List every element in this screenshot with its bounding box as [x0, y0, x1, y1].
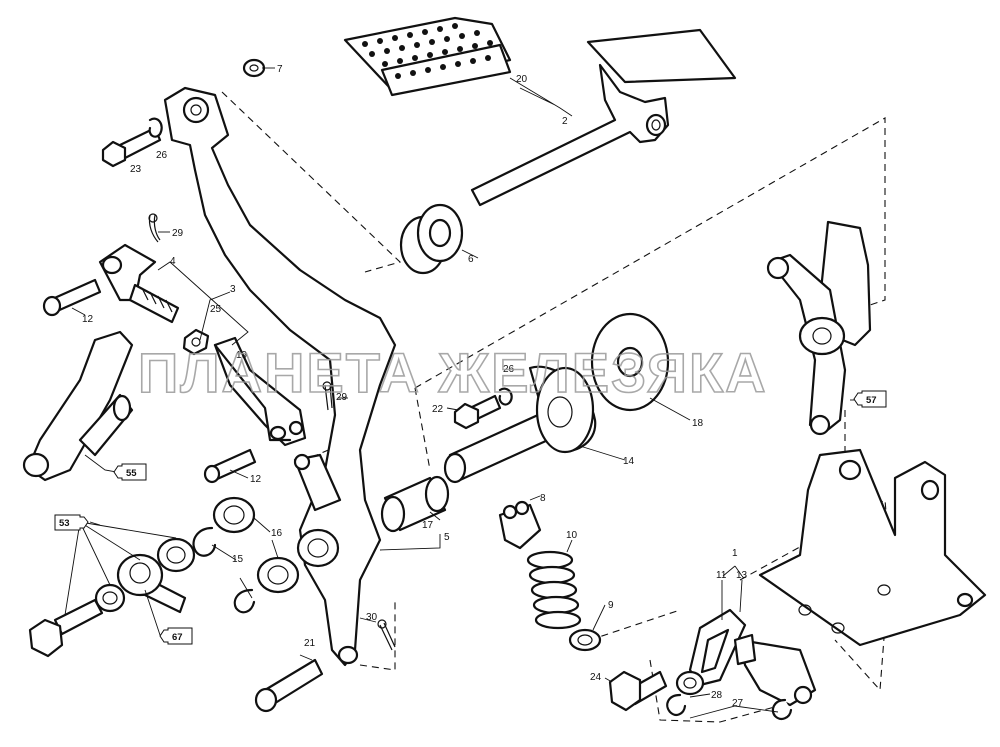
callout-28: 28: [711, 690, 723, 701]
callout-23: 23: [130, 164, 142, 175]
callout-5: 5: [444, 532, 450, 543]
callout-27: 27: [732, 698, 744, 709]
lever-57: [766, 220, 872, 436]
ref-tag-53: 53: [54, 514, 89, 531]
callout-13: 13: [736, 570, 748, 581]
bolt-23: [101, 126, 162, 168]
callout-29-mid: 29: [336, 392, 348, 403]
watermark-text: ПЛАНЕТА ЖЕЛЕЗЯКА: [138, 341, 768, 404]
bushing-17: [380, 475, 450, 533]
cotter-pin-29-top: [148, 213, 161, 243]
washer-28: [675, 670, 705, 696]
callout-7: 7: [277, 64, 283, 75]
leader-lines: [64, 67, 858, 719]
bolt-22: [453, 394, 502, 430]
ref-tag-57: 57: [853, 390, 887, 408]
callout-16: 16: [271, 528, 283, 539]
washer-26-mid: [498, 387, 513, 406]
callout-10: 10: [566, 530, 578, 541]
cotter-pin-30: [377, 619, 396, 651]
callout-4: 4: [170, 256, 176, 267]
callout-29-top: 29: [172, 228, 184, 239]
callout-19: 19: [236, 350, 248, 361]
bracket-19: [213, 336, 307, 447]
nut-25: [182, 328, 210, 356]
pedal-lever: [470, 28, 737, 207]
callout-20: 20: [516, 74, 528, 85]
shaft-14: [443, 365, 597, 484]
pin-12-top: [42, 278, 102, 317]
ref-tag-67: 67: [159, 627, 193, 645]
washer-9: [568, 628, 602, 652]
bolt-24: [608, 670, 668, 712]
main-pedal-arm: [163, 86, 397, 667]
bolt-lower-left: [28, 598, 104, 658]
callout-25: 25: [210, 304, 222, 315]
disc-18: [590, 312, 670, 412]
pin-21: [254, 658, 324, 713]
callout-18: 18: [692, 418, 704, 429]
pin-12-lower: [203, 448, 257, 484]
callout-22: 22: [432, 404, 444, 415]
eye-bolt-67: [116, 553, 187, 614]
link-assembly-1: [688, 608, 817, 707]
callout-17: 17: [422, 520, 434, 531]
pedal-pad: [343, 16, 512, 97]
washers-16-group: [156, 496, 300, 594]
clevis-4: [98, 243, 180, 324]
callout-12-top: 12: [82, 314, 94, 325]
callout-26-mid: 26: [503, 364, 515, 375]
callout-30: 30: [366, 612, 378, 623]
callout-3: 3: [230, 284, 236, 295]
clips-27-group: [666, 693, 793, 720]
ref-57-label: 57: [866, 395, 877, 406]
roller-6: [399, 203, 464, 275]
ref-55-label: 55: [126, 468, 137, 479]
callout-24: 24: [590, 672, 602, 683]
callout-11: 11: [716, 570, 727, 581]
callout-15: 15: [232, 554, 244, 565]
callout-8: 8: [540, 493, 546, 504]
nut-7: [242, 58, 266, 78]
callout-1: 1: [732, 548, 738, 559]
callout-2: 2: [562, 116, 568, 127]
callout-9: 9: [608, 600, 614, 611]
clips-15-group: [192, 526, 256, 614]
callout-12-lower: 12: [250, 474, 262, 485]
mounting-bracket: [758, 448, 987, 647]
callout-21: 21: [304, 638, 316, 649]
ref-53-label: 53: [59, 518, 70, 529]
spring-10: [526, 550, 582, 630]
spring-cap-8: [498, 500, 542, 550]
lever-55: [22, 330, 134, 482]
callout-14: 14: [623, 456, 635, 467]
callout-numbers: 7 20 2 26 23 29 4 6 3 25 12 19 29 26 22 …: [82, 64, 748, 709]
ref-67-label: 67: [172, 632, 183, 643]
cotter-pin-29-mid: [322, 381, 333, 411]
washer-26-top: [148, 117, 163, 138]
callout-6: 6: [468, 254, 474, 265]
ref-tag-55: 55: [113, 463, 147, 481]
callout-26-top: 26: [156, 150, 168, 161]
washers-53-group: [94, 583, 126, 613]
